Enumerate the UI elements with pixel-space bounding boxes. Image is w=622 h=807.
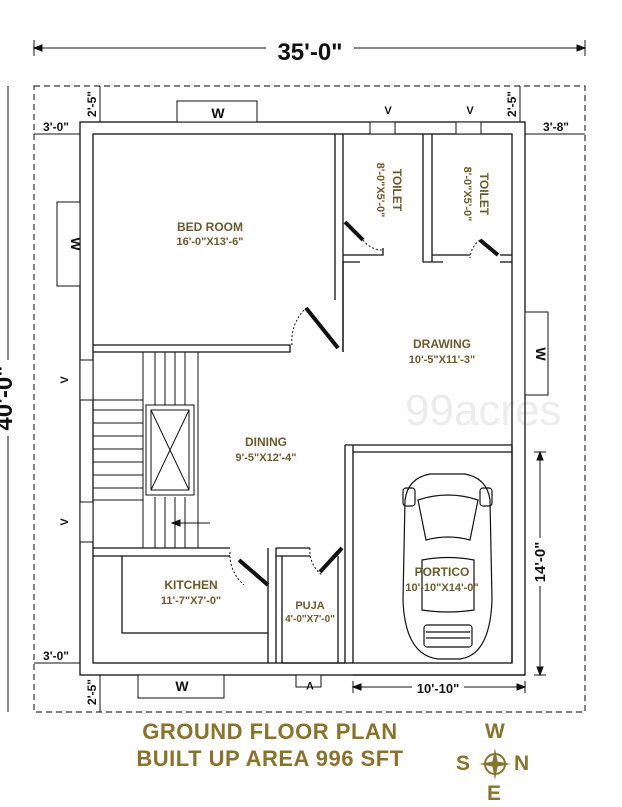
toilet1-name: TOILET [390, 169, 404, 212]
portico-length-label: 14'-0" [532, 542, 549, 583]
toilet-walls [343, 134, 512, 263]
kitchen-walls [93, 547, 345, 664]
kitchen-size: 11'-7"X7'-0" [161, 595, 221, 607]
ventilators [79, 121, 482, 688]
puja-name: PUJA [295, 600, 324, 612]
vent-label-puja: V [306, 679, 314, 691]
plot-boundary [33, 85, 586, 713]
plan-title: GROUND FLOOR PLAN BUILT UP AREA 996 SFT [100, 718, 440, 772]
vent-label-left-2: V [59, 518, 71, 526]
setback-left-bottom: 3'-0" [43, 649, 69, 663]
kitchen-name: KITCHEN [164, 578, 217, 592]
setback-dimensions [34, 86, 585, 712]
toilet2-size: 8'-0"X5'-0" [461, 167, 473, 222]
compass-icon: W S N E [455, 720, 535, 805]
window-label-left: W [68, 237, 84, 251]
compass-south: S [456, 752, 471, 775]
portico-width-label: 10'-10" [417, 681, 460, 696]
window-label-top: W [211, 105, 225, 121]
toilet1-size: 8'-0"X5'-0" [374, 163, 386, 218]
doors [229, 220, 500, 587]
portico-name: PORTICO [415, 565, 470, 579]
compass-east: E [487, 782, 502, 805]
bedroom-name: BED ROOM [177, 220, 243, 234]
drawing-name: DRAWING [413, 337, 471, 351]
compass-north: N [514, 752, 530, 775]
portico-size: 10'-10"X14'-0" [405, 582, 478, 594]
windows [56, 100, 549, 699]
overall-width-label: 35'-0" [277, 39, 342, 66]
bedroom-size: 16'-0"X13'-6" [176, 236, 243, 248]
window-label-bottom: W [175, 678, 189, 694]
window-label-right: W [533, 347, 549, 361]
overall-length-label: 40'-0" [0, 365, 18, 430]
plan-title-line2: BUILT UP AREA 996 SFT [136, 746, 404, 771]
setback-right-top: 3'-8" [543, 120, 569, 134]
vent-label-toilet1: V [384, 105, 392, 117]
dining-name: DINING [245, 435, 287, 449]
compass-rose-icon [479, 748, 511, 780]
puja-size: 4'-0"X7'-0" [285, 614, 335, 625]
vent-label-toilet2: V [466, 105, 474, 117]
compass-west: W [485, 720, 505, 743]
setback-top-right: 2'-5" [505, 91, 519, 117]
vent-label-left-1: V [59, 376, 71, 384]
plan-title-line1: GROUND FLOOR PLAN [142, 719, 398, 744]
setback-left-top: 3'-0" [43, 120, 69, 134]
drawing-portico-walls [342, 262, 525, 676]
dining-size: 9'-5"X12'-4" [236, 452, 297, 464]
toilet2-name: TOILET [477, 173, 491, 216]
setback-bottom-left: 2'-5" [85, 679, 99, 705]
setback-top-left: 2'-5" [85, 91, 99, 117]
staircase [93, 352, 210, 548]
drawing-size: 10'-5"X11'-3" [409, 354, 475, 366]
car-icon [402, 473, 493, 660]
